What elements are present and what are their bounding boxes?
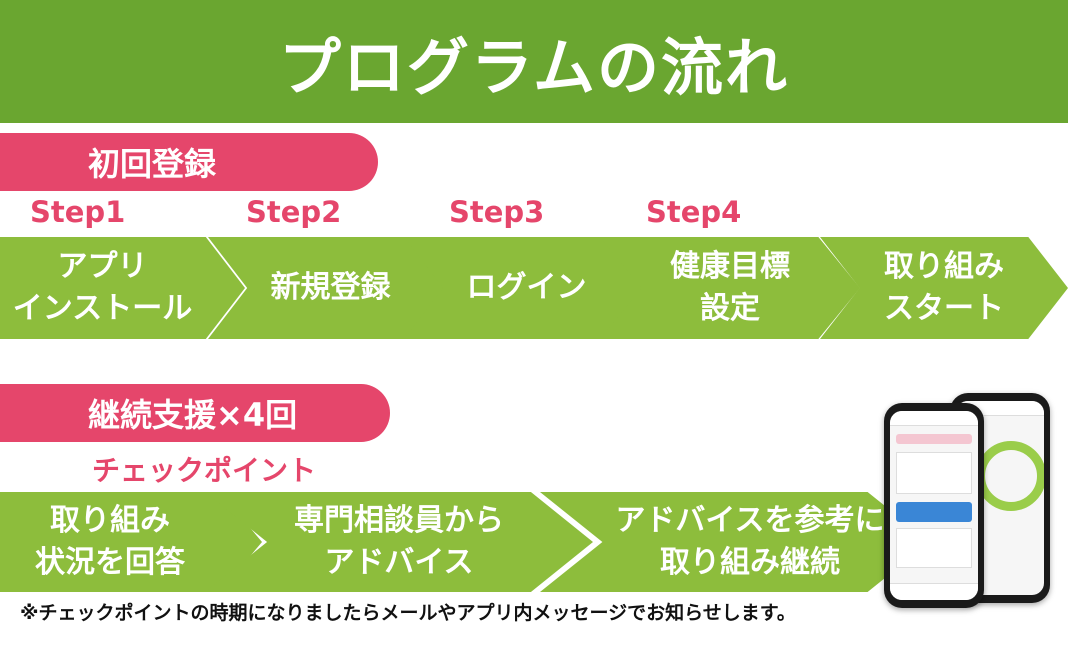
arrow-text: 専門相談員から — [294, 503, 504, 538]
flow-arrow-answer-status: 取り組み状況を回答 — [0, 492, 262, 592]
arrow-text: インストール — [12, 291, 193, 326]
arrow-text: アドバイスを参考に — [615, 503, 885, 538]
page-title: プログラムの流れ — [278, 30, 790, 104]
checkpoint-subtitle: チェックポイント — [92, 454, 317, 487]
phone-image-front — [884, 403, 984, 608]
arrow-text: 状況を回答 — [35, 545, 185, 580]
arrow-text: 設定 — [700, 291, 760, 326]
arrow-text: 新規登録 — [270, 270, 391, 305]
flow-arrow-health-goal: 健康目標設定 — [600, 237, 860, 339]
arrow-text: 取り組み — [884, 249, 1004, 284]
flow-arrow-app-install: アプリインストール — [0, 237, 245, 339]
section-tag-continuous-support: 継続支援×4回 — [0, 384, 390, 442]
arrow-text: アプリ — [57, 249, 148, 284]
arrow-text: 取り組み継続 — [659, 545, 840, 580]
flow-arrow-continue: アドバイスを参考に取り組み継続 — [540, 492, 930, 592]
step-label-4: Step4 — [646, 195, 742, 229]
header-banner: プログラムの流れ — [0, 0, 1068, 123]
flow-arrow-new-registration: 新規登録 — [208, 237, 453, 339]
footnote: ※チェックポイントの時期になりましたらメールやアプリ内メッセージでお知らせします… — [20, 602, 796, 624]
arrow-text: アドバイス — [324, 545, 474, 580]
flow-arrow-login: ログイン — [404, 237, 649, 339]
step-label-1: Step1 — [30, 195, 126, 229]
flow-arrow-advice: 専門相談員からアドバイス — [205, 492, 593, 592]
arrow-text: 取り組み — [50, 503, 170, 538]
phone-screen — [890, 411, 978, 600]
arrow-text: スタート — [884, 291, 1004, 326]
step-label-3: Step3 — [449, 195, 545, 229]
step-label-2: Step2 — [246, 195, 342, 229]
arrow-text: 健康目標 — [670, 249, 790, 284]
arrow-text: ログイン — [466, 270, 587, 305]
flow-arrow-start: 取り組みスタート — [820, 237, 1068, 339]
section-tag-initial-registration: 初回登録 — [0, 133, 378, 191]
